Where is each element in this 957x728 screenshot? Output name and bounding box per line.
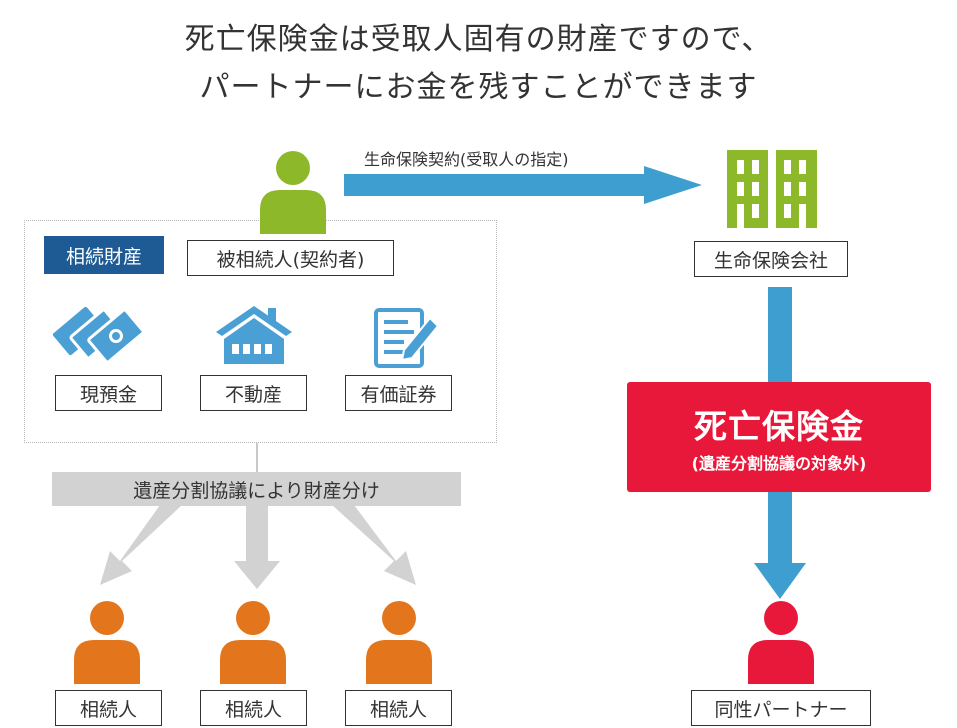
asset-securities-label: 有価証券	[345, 375, 452, 411]
partner-label: 同性パートナー	[691, 690, 871, 726]
split-arrows	[100, 505, 416, 589]
asset-realestate-label: 不動産	[200, 375, 307, 411]
heir-3-label: 相続人	[345, 690, 452, 726]
asset-cash-label: 現預金	[55, 375, 162, 411]
document-icon	[374, 308, 440, 368]
heir-1-label: 相続人	[55, 690, 162, 726]
title-line-1: 死亡保険金は受取人固有の財産ですので、	[184, 22, 773, 57]
death-benefit-note: (遺産分割協議の対象外)	[691, 454, 867, 473]
estate-connector	[256, 443, 258, 473]
contract-arrow	[344, 166, 702, 204]
heir-1-person-icon	[74, 601, 140, 684]
cash-icon	[52, 306, 145, 364]
death-benefit-box: 死亡保険金 (遺産分割協議の対象外)	[627, 382, 931, 492]
partner-person-icon	[748, 601, 814, 684]
heir-2-label: 相続人	[200, 690, 307, 726]
building-icon	[727, 150, 817, 228]
house-icon	[216, 306, 292, 364]
title-line-2: パートナーにお金を残すことができます	[199, 70, 758, 105]
insured-label: 被相続人(契約者)	[187, 240, 394, 276]
death-benefit-title: 死亡保険金	[694, 407, 864, 446]
split-bar: 遺産分割協議により財産分け	[52, 472, 461, 506]
heir-3-person-icon	[366, 601, 432, 684]
insurer-label: 生命保険会社	[694, 241, 848, 277]
heir-2-person-icon	[220, 601, 286, 684]
insured-person-icon	[260, 151, 326, 234]
contract-label: 生命保険契約(受取人の指定)	[364, 150, 569, 169]
estate-badge: 相続財産	[44, 236, 164, 274]
